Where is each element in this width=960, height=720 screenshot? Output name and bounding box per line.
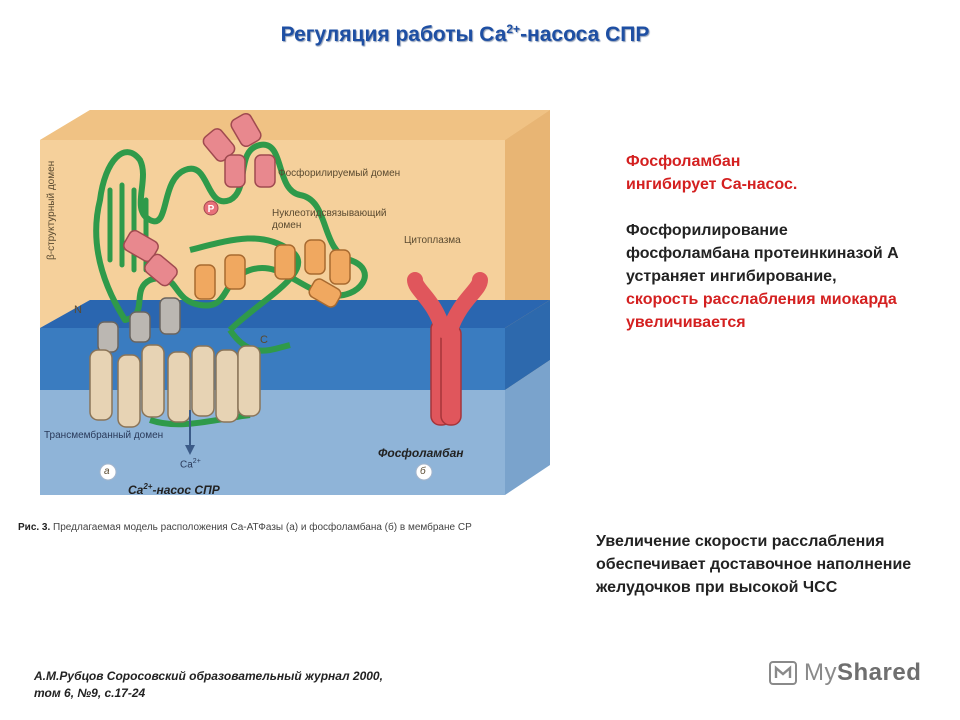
panel-b-label: б <box>420 466 426 477</box>
transmembrane-domain-label: Трансмембранный домен <box>44 430 164 441</box>
explanation-highlight: скорость расслабления миокарда увеличива… <box>626 291 897 331</box>
conclusion-text: Увеличение скорости расслабления обеспеч… <box>596 533 912 596</box>
citation: А.М.Рубцов Соросовский образовательный ж… <box>34 669 383 700</box>
explanation-text: Фосфоламбан ингибирует Са-насос. Фосфори… <box>626 150 906 334</box>
cytoplasm-label: Цитоплазма <box>404 235 461 246</box>
explanation-line-1: Фосфоламбан <box>626 153 741 170</box>
panel-a-label: а <box>104 466 110 477</box>
c-terminus-label: C <box>260 334 268 346</box>
nucleotide-domain-label: Нуклеотидсвязывающий домен <box>272 208 387 231</box>
slide-title: Регуляция работы Са2+-насоса СПР <box>280 22 650 46</box>
myshared-logo: MyShared <box>768 656 921 690</box>
explanation-paragraph: Фосфорилирование фосфоламбана протеинкин… <box>626 222 899 285</box>
pump-diagram: P <box>30 100 560 560</box>
phospholamban-label: Фосфоламбан <box>378 446 464 460</box>
figure-caption: Рис. 3. Предлагаемая модель расположения… <box>18 522 472 533</box>
diagram-graphic: P <box>30 100 556 555</box>
ca-out-label: Ca2+ <box>180 458 201 471</box>
explanation-line-2: ингибирует Са-насос. <box>626 176 798 193</box>
logo-text: MyShared <box>804 659 922 686</box>
myshared-icon <box>769 661 797 685</box>
pump-label: Ca2+-насос СПР <box>128 482 220 497</box>
n-terminus-label: N <box>74 304 82 316</box>
phospho-marker: P <box>208 204 215 215</box>
phosphorylated-domain-label: Фосфорилируемый домен <box>278 168 401 179</box>
beta-domain-label: β-структурный домен <box>46 160 57 260</box>
